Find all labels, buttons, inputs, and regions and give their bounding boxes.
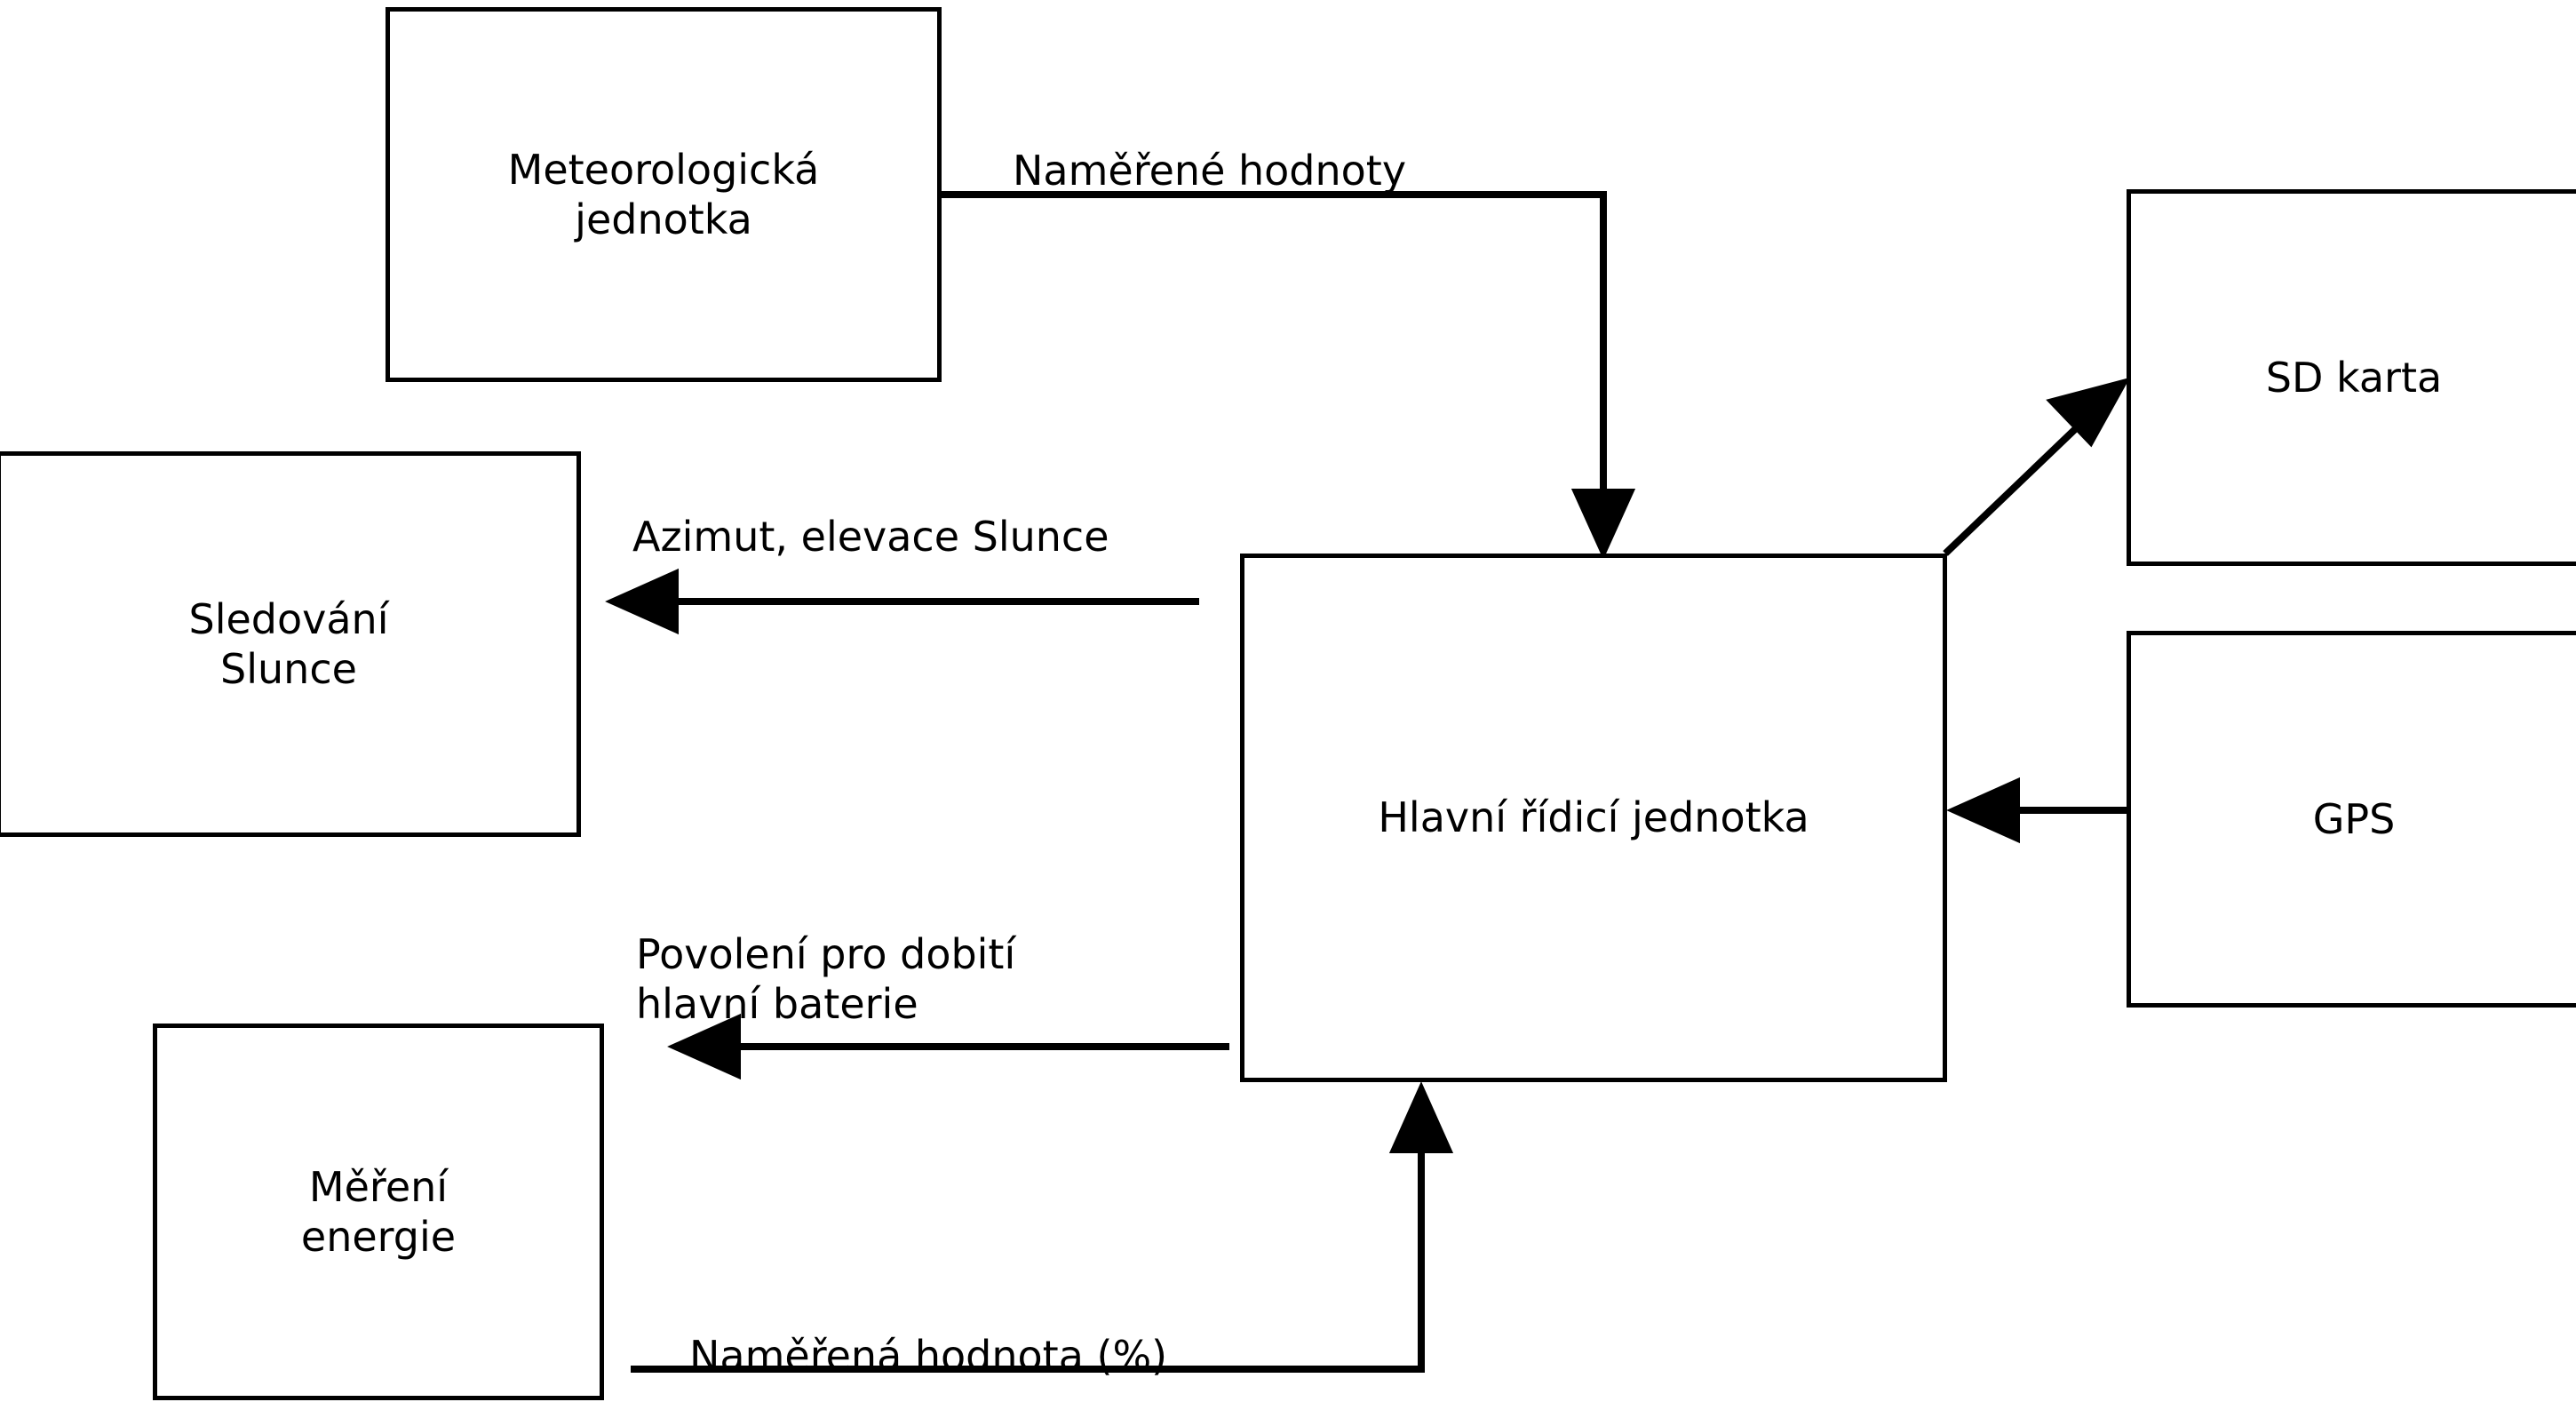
- connector-main-to-tracking: [605, 568, 1199, 635]
- node-meteo-unit[interactable]: Meteorologická jednotka: [386, 7, 942, 382]
- connector-gps-to-main: [1946, 777, 2132, 844]
- edge-label-azimuth-elevation: Azimut, elevace Slunce: [632, 513, 1109, 562]
- node-sun-tracking-label: Sledování Slunce: [188, 594, 389, 693]
- node-energy-measurement-label: Měření energie: [300, 1162, 457, 1261]
- edge-label-charging-permission: Povolení pro dobití hlavní baterie: [636, 930, 1016, 1029]
- node-sd-card[interactable]: SD karta: [2127, 189, 2576, 566]
- edge-label-measured-value-percent: Naměřená hodnota (%): [689, 1332, 1168, 1381]
- connector-main-to-sdcard: [1943, 377, 2131, 556]
- node-sd-card-label: SD karta: [2265, 353, 2443, 402]
- node-sun-tracking[interactable]: Sledování Slunce: [0, 451, 581, 837]
- node-meteo-unit-label: Meteorologická jednotka: [507, 145, 820, 243]
- edge-label-measured-values: Naměřené hodnoty: [1013, 147, 1407, 195]
- node-energy-measurement[interactable]: Měření energie: [153, 1024, 604, 1400]
- node-main-control-unit-label: Hlavní řídicí jednotka: [1378, 793, 1809, 842]
- node-gps-label: GPS: [2312, 794, 2396, 843]
- node-gps[interactable]: GPS: [2127, 631, 2576, 1008]
- node-main-control-unit[interactable]: Hlavní řídicí jednotka: [1240, 554, 1947, 1082]
